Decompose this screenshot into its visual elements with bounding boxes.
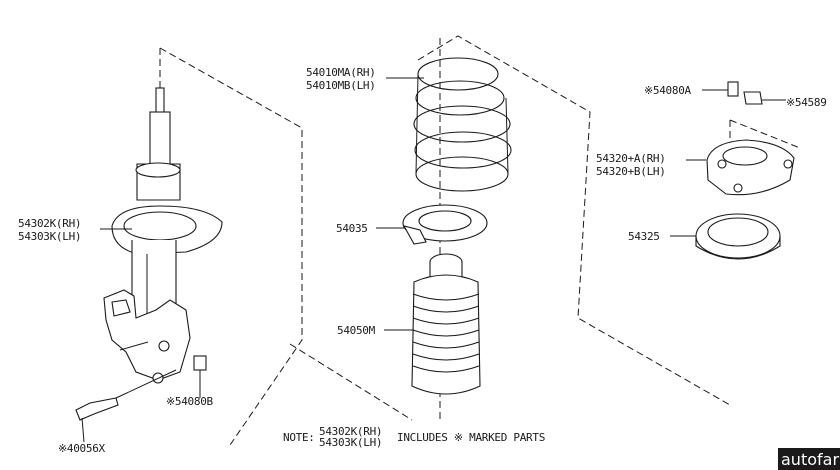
- mount-stud-front: [733, 183, 743, 193]
- mount-center-ring: [722, 146, 768, 166]
- boot-body: [411, 274, 481, 395]
- knuckle-bolt: [75, 397, 119, 421]
- piston-rod: [149, 111, 171, 165]
- watermark-text: autofar: [781, 450, 839, 469]
- note-part-lh: 54303K(LH): [319, 436, 382, 449]
- bolt-nut: [193, 355, 207, 371]
- knuckle-bracket: [103, 289, 191, 381]
- mount-nuts: [727, 81, 763, 105]
- note-prefix: NOTE:: [283, 431, 315, 444]
- mount-guide-line: [729, 119, 801, 149]
- mount-stud-right: [783, 159, 793, 169]
- leader-bolt: [81, 417, 85, 443]
- coil-spring: [413, 57, 512, 192]
- bracket-hole-upper: [158, 340, 170, 352]
- label-spring-rh: 54010MA(RH): [306, 66, 376, 79]
- boot-fold-5: [412, 341, 480, 349]
- watermark-badge: autofar: [778, 448, 840, 470]
- label-mount-rh: 54320+A(RH): [596, 152, 666, 165]
- seat-inner: [418, 210, 472, 232]
- nut-54080a: [727, 81, 739, 97]
- strut-assembly: [75, 87, 223, 421]
- strut-bearing: [695, 213, 781, 260]
- label-strut-lh: 54303K(LH): [18, 230, 81, 243]
- spring-right-edge: [505, 97, 509, 175]
- strut-upper-cap: [135, 162, 181, 178]
- strut-top-mount: [706, 139, 795, 196]
- boot-fold-7: [412, 365, 480, 373]
- label-mount-lh: 54320+B(LH): [596, 165, 666, 178]
- mount-body: [706, 139, 795, 196]
- label-strut-rh: 54302K(RH): [18, 217, 81, 230]
- strut-guide-line: [159, 47, 303, 449]
- dust-boot: [411, 253, 481, 395]
- label-nut-a: ※54080A: [644, 84, 692, 97]
- spring-coil-3: [413, 105, 511, 143]
- watermark-bg: [778, 448, 840, 470]
- leader-lines: [81, 77, 786, 443]
- boot-fold-2: [412, 305, 480, 313]
- seat-tab: [402, 225, 427, 245]
- boot-fold-6: [412, 353, 480, 361]
- boot-guide-line: [289, 343, 413, 421]
- spring-left-edge: [415, 73, 419, 175]
- spring-coil-4: [414, 131, 512, 169]
- label-seat: 54035: [336, 222, 368, 235]
- bearing-inner: [707, 217, 769, 247]
- boot-fold-4: [412, 329, 480, 337]
- spring-guide-line: [417, 35, 731, 406]
- sensor-wire: [119, 341, 149, 351]
- note-block: NOTE: 54302K(RH) 54303K(LH) INCLUDES ※ M…: [283, 425, 545, 449]
- mount-stud-left: [717, 159, 727, 169]
- label-boot: 54050M: [337, 324, 376, 337]
- spring-coil-2: [415, 80, 505, 116]
- bearing-side: [695, 236, 781, 260]
- label-bearing: 54325: [628, 230, 660, 243]
- label-bolt-nut: ※54080B: [166, 395, 214, 408]
- upper-spring-seat: [402, 204, 488, 245]
- bolt-axis: [115, 369, 177, 399]
- spring-coil-5: [415, 156, 509, 192]
- seat-outer: [402, 204, 488, 242]
- note-part-rh: 54302K(RH): [319, 425, 382, 438]
- boot-fold-1: [412, 293, 480, 301]
- label-spring-lh: 54010MB(LH): [306, 79, 376, 92]
- nut-54589: [743, 91, 763, 105]
- brake-hose-bracket: [111, 299, 131, 317]
- note-suffix: INCLUDES ※ MARKED PARTS: [397, 431, 545, 444]
- boot-fold-3: [412, 317, 480, 325]
- label-nut-b: ※54589: [786, 96, 827, 109]
- label-bolt: ※40056X: [58, 442, 106, 455]
